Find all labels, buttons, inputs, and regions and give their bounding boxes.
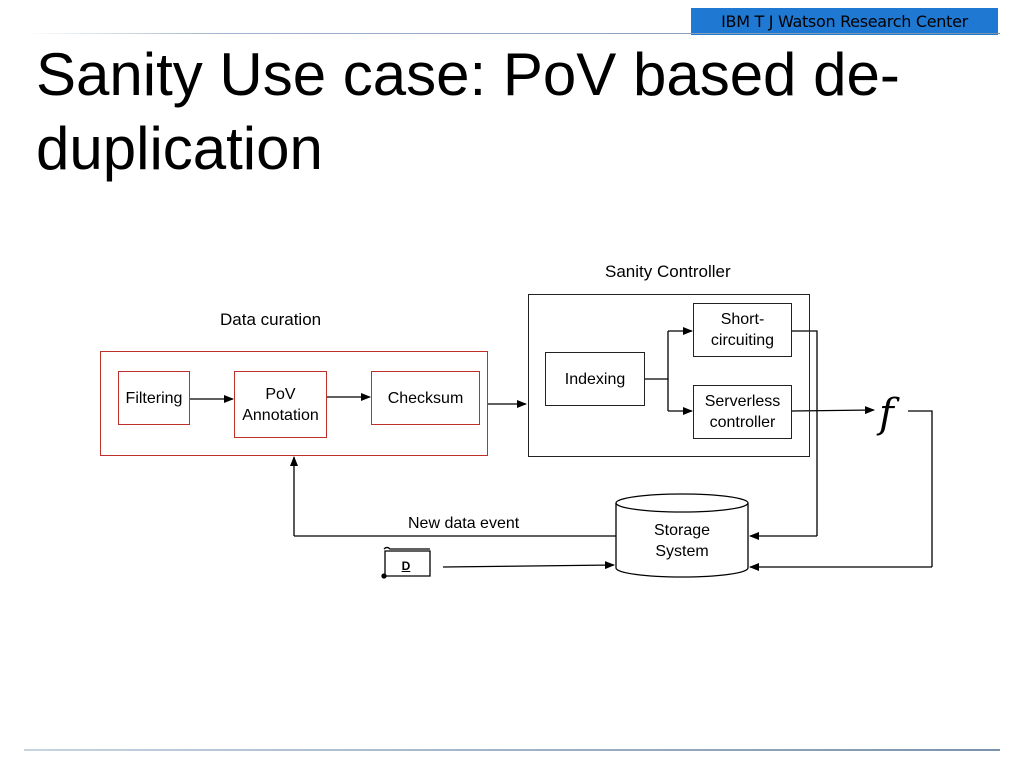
- slide-title: Sanity Use case: PoV based de-duplicatio…: [36, 41, 900, 182]
- sanity-controller-label: Sanity Controller: [605, 262, 731, 281]
- storage-cylinder: [615, 493, 749, 578]
- arrow-serverless-to-f: [791, 406, 875, 415]
- serverless-controller-box: Serverless controller: [693, 385, 792, 439]
- data-curation-container: [100, 351, 488, 456]
- function-symbol: f: [879, 391, 894, 437]
- bottom-divider: [24, 749, 1000, 751]
- storage-system-label: Storage System: [653, 522, 711, 560]
- new-data-event-label: New data event: [408, 515, 520, 532]
- sanity-controller-container: [528, 294, 810, 457]
- data-curation-label: Data curation: [220, 310, 322, 329]
- indexing-box: Indexing: [545, 352, 645, 406]
- arrow-data-to-storage: [442, 561, 615, 570]
- ibm-research-badge: IBM T J Watson Research Center: [691, 8, 998, 35]
- ibm-research-badge-text: IBM T J Watson Research Center: [721, 12, 968, 31]
- data-document-icon: [381, 546, 431, 579]
- filtering-box: Filtering: [118, 371, 190, 425]
- short-circuiting-label: Short- circuiting: [710, 311, 775, 349]
- serverless-controller-label: Serverless controller: [704, 393, 781, 431]
- pov-annotation-box: PoV Annotation: [234, 371, 327, 438]
- top-divider: [24, 33, 1000, 34]
- data-document-label: D: [401, 559, 411, 573]
- indexing-label: Indexing: [564, 370, 626, 388]
- filtering-label: Filtering: [125, 389, 183, 407]
- pov-annotation-label: PoV Annotation: [242, 385, 319, 424]
- wire-f-to-storage: [908, 410, 933, 567]
- wire-short-circuit-to-storage: [792, 330, 818, 536]
- checksum-label: Checksum: [387, 389, 464, 407]
- checksum-box: Checksum: [371, 371, 480, 425]
- short-circuiting-box: Short- circuiting: [693, 303, 792, 357]
